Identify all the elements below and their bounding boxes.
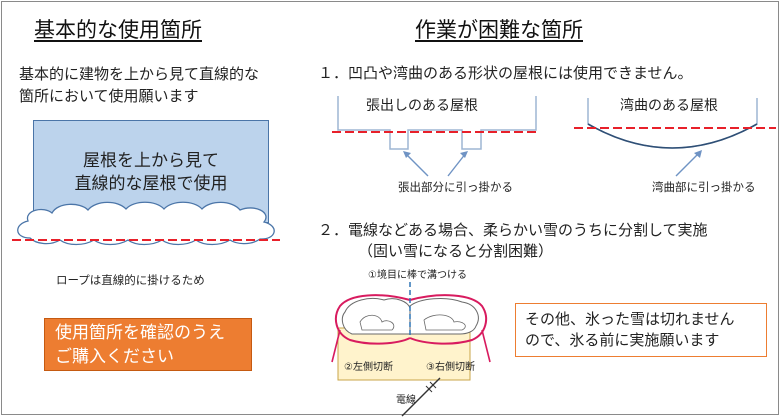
step2-label: ②左側切断	[344, 362, 393, 373]
house-wall	[337, 327, 471, 381]
item2-line2: （固い雪になると分割困難）	[358, 242, 554, 260]
left-heading: 基本的な使用箇所	[34, 18, 202, 42]
step1-label: ①境目に棒で溝つける	[368, 270, 467, 281]
notice-line2: ご購入ください	[55, 347, 174, 367]
rope-loop-right	[409, 294, 488, 345]
note-line1: その他、氷った雪は切れません	[525, 310, 735, 328]
item2-line1: ２．電線などある場合、柔らかい雪のうちに分割して実施	[318, 221, 708, 239]
item1-text: １．凹凸や湾曲のある形状の屋根には使用できません。	[318, 64, 693, 82]
roof-text-line1: 屋根を上から見て	[83, 151, 219, 171]
overhang-caption: 張出部分に引っ掛かる	[398, 180, 513, 194]
snow-cloud-left	[17, 201, 275, 246]
curved-caption: 湾曲部に引っ掛かる	[652, 180, 756, 194]
step3-label: ③右側切断	[426, 362, 475, 373]
notice-line1: 使用箇所を確認のうえ	[55, 323, 225, 343]
curved-roof-bottom	[587, 123, 758, 149]
purchase-notice-box: 使用箇所を確認のうえ ご購入ください	[44, 318, 252, 371]
overhang-roof-label: 張出しのある屋根	[366, 98, 478, 114]
left-intro-line1: 基本的に建物を上から見て直線的な	[19, 65, 260, 83]
power-line	[401, 377, 441, 417]
left-intro-line2: 箇所において使用願います	[19, 87, 199, 105]
rope-caption: ロープは直線的に掛けるため	[56, 273, 205, 287]
overhang-roof-outline	[337, 96, 537, 150]
roof-text-line2: 直線的な屋根で使用	[74, 174, 228, 194]
straight-roof-text: 屋根を上から見て 直線的な屋根で使用	[33, 150, 269, 196]
note-line2: ので、氷る前に実施願います	[525, 331, 720, 349]
rope-tail-right	[481, 329, 491, 363]
arrow-curved	[675, 151, 701, 177]
curved-roof-label: 湾曲のある屋根	[620, 98, 718, 114]
power-line-label: 電線	[396, 395, 416, 406]
ice-note-box: その他、氷った雪は切れません ので、氷る前に実施願います	[515, 303, 767, 357]
arrow-overhang-right	[447, 152, 467, 177]
arrow-overhang-left	[404, 152, 429, 177]
rope-tail-left	[331, 329, 341, 363]
roof-snow-right	[409, 298, 479, 335]
rope-loop-left	[334, 294, 411, 345]
right-heading: 作業が困難な箇所	[415, 18, 583, 42]
